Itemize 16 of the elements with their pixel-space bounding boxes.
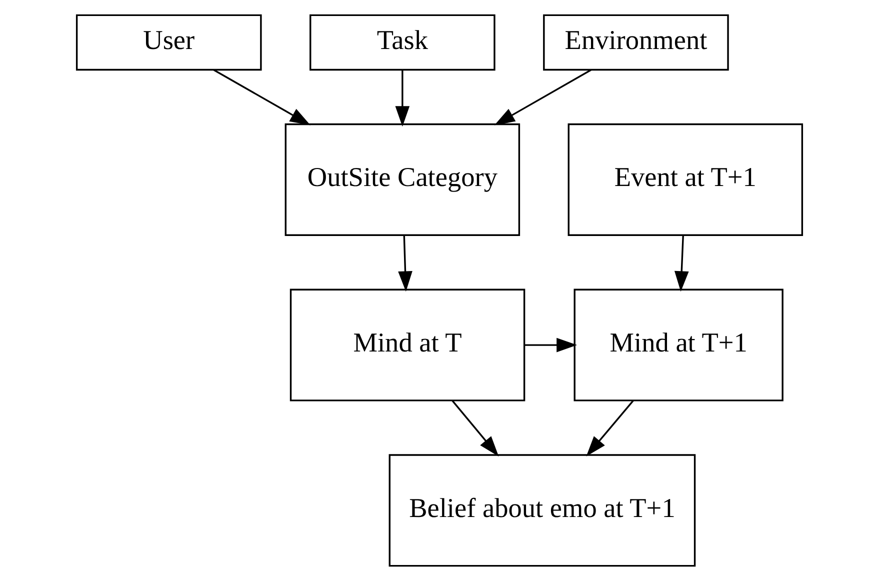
arrow	[395, 70, 410, 127]
arrow	[398, 235, 412, 292]
node-box: Belief about emo at T+1	[388, 454, 696, 567]
node-box: User	[76, 14, 262, 71]
arrow	[524, 338, 578, 352]
node-box: Event at T+1	[568, 123, 804, 236]
arrow	[213, 69, 310, 126]
node-box: Task	[310, 14, 496, 71]
arrow	[586, 400, 634, 456]
node-box: Mind at T	[290, 288, 526, 402]
node-box: Environment	[543, 14, 729, 71]
arrow	[452, 400, 499, 456]
arrow	[494, 69, 592, 126]
node-box: OutSite Category	[284, 123, 520, 236]
node-box: Mind at T+1	[574, 288, 784, 402]
arrow	[674, 235, 689, 292]
